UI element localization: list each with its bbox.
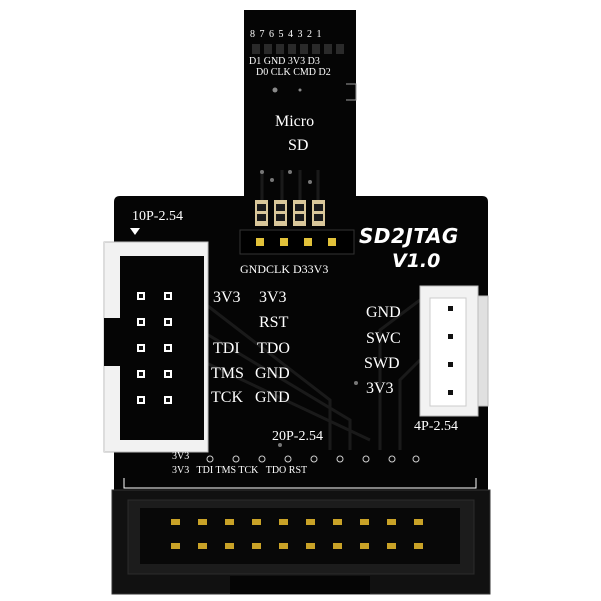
sd-header-pins [239, 229, 355, 255]
sd-header-label: GNDCLK D33V3 [240, 262, 329, 276]
smd-resistors [255, 200, 325, 226]
header-4p-name: 4P-2.54 [414, 419, 458, 434]
microsd-vias [272, 87, 302, 93]
header-20p-top-label: 3V3 [172, 451, 190, 462]
microsd-label-line1: Micro [275, 113, 315, 130]
pin-label: 3V3 [366, 380, 394, 397]
pcb-traces [199, 170, 422, 450]
pin-label: GND [366, 304, 401, 321]
pin-label: TCK [211, 389, 243, 406]
pin-label: GND [255, 389, 290, 406]
pin-label: TDI [213, 340, 240, 357]
pin-label: 3V3 [213, 289, 241, 306]
microsd-contacts [252, 44, 344, 54]
pin-label: RST [259, 314, 289, 331]
header-20p-bottom-labels: 3V3 TDI TMS TCK TDO RST [172, 465, 308, 476]
pin-label: GND [255, 365, 290, 382]
header-20p-connector [111, 489, 491, 595]
microsd-notch-outline [346, 83, 357, 101]
pin-label: SWC [366, 330, 401, 347]
header-20p-frame [123, 478, 477, 489]
pin-label: TDO [257, 340, 290, 357]
microsd-signals-row2: D0 CLK CMD D2 [256, 67, 331, 78]
microsd-label-line2: SD [288, 137, 309, 154]
pcb-vias [260, 170, 358, 447]
microsd-signals-row1: D1 GND 3V3 D3 [249, 56, 320, 67]
header-4p-connector [419, 285, 489, 417]
header-20p-dots [206, 455, 420, 463]
pin-label: TMS [211, 365, 244, 382]
header-10p-connector [103, 228, 209, 453]
pin-label: SWD [364, 355, 400, 372]
board-version: V1.0 [392, 250, 441, 272]
header-20p-name: 20P-2.54 [272, 429, 323, 444]
pin-label: 3V3 [259, 289, 287, 306]
board-title: SD2JTAG [359, 224, 459, 248]
microsd-pin-numbers: 8 7 6 5 4 3 2 1 [250, 29, 323, 40]
header-10p-name: 10P-2.54 [132, 209, 183, 224]
